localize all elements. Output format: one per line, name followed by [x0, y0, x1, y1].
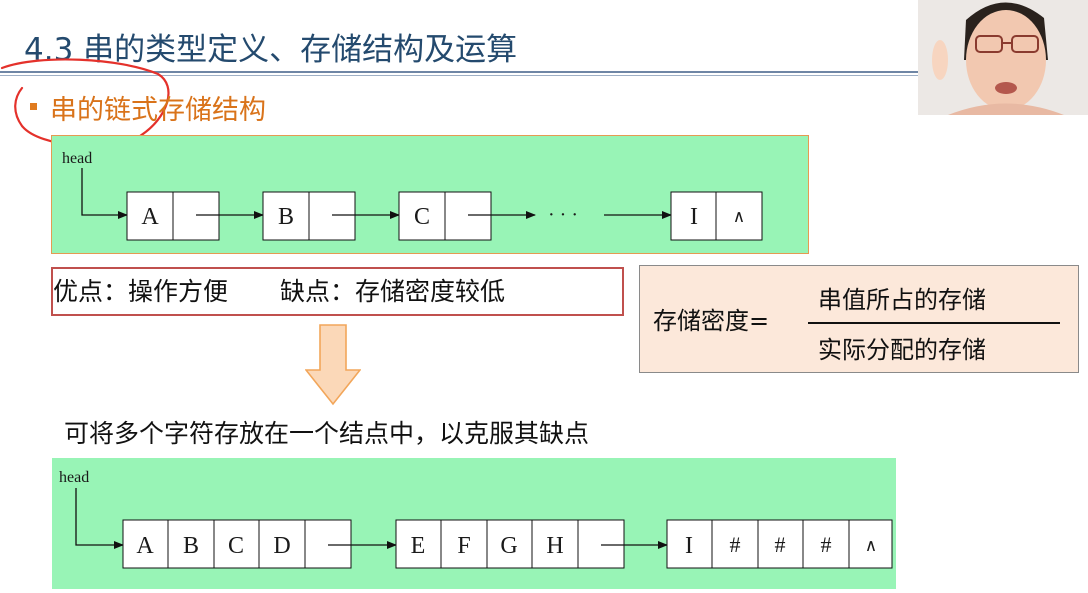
linked-list-svg-2: head A B C D E F G H — [59, 469, 893, 569]
down-arrow-icon — [305, 324, 361, 406]
title-underline — [0, 71, 918, 73]
node-char: A — [141, 204, 159, 230]
linked-list-diagram-1: head A B C · · · I ∧ — [51, 135, 809, 254]
density-numerator: 串值所占的存储 — [818, 286, 986, 314]
list-node: A — [126, 191, 220, 241]
list-node-last: I ∧ — [670, 191, 763, 241]
node-char: D — [273, 533, 290, 559]
node-char: I — [690, 204, 698, 230]
caption-text: 可将多个字符存放在一个结点中，以克服其缺点 — [64, 419, 590, 448]
list-node-last: I # # # ∧ — [666, 519, 893, 569]
presenter-silhouette — [918, 0, 1088, 115]
fraction-bar — [808, 322, 1060, 324]
node-char: A — [136, 533, 154, 559]
node-char: E — [411, 533, 426, 559]
head-pointer — [81, 168, 128, 219]
node-char: I — [685, 533, 693, 559]
node-char: # — [821, 532, 832, 557]
node-char: # — [730, 532, 741, 557]
node-char: C — [228, 533, 244, 559]
node-char: B — [183, 533, 199, 559]
list-node: B — [262, 191, 356, 241]
pros-text: 优点：操作方便 — [53, 277, 229, 306]
head-label: head — [62, 150, 92, 167]
head-pointer — [75, 488, 124, 549]
density-denominator: 实际分配的存储 — [818, 336, 986, 364]
head-label: head — [59, 469, 89, 486]
pros-cons-box: 优点：操作方便 缺点：存储密度较低 — [51, 267, 624, 316]
title-underline-thin — [0, 75, 918, 76]
node-char: B — [278, 204, 294, 230]
node-char: H — [546, 533, 563, 559]
node-char: F — [457, 533, 470, 559]
storage-density-formula: 存储密度= 串值所占的存储 实际分配的存储 — [639, 265, 1079, 373]
section-subtitle: 串的链式存储结构 — [50, 95, 266, 126]
handwritten-circle-annotation — [0, 58, 170, 147]
null-pointer-symbol: ∧ — [733, 207, 745, 226]
bullet-icon — [30, 103, 37, 110]
null-pointer-symbol: ∧ — [865, 536, 877, 555]
density-label: 存储密度= — [653, 307, 770, 335]
list-node: E F G H — [395, 519, 625, 569]
list-node: C — [398, 191, 492, 241]
cons-text: 缺点：存储密度较低 — [280, 277, 506, 306]
node-char: # — [775, 532, 786, 557]
node-char: C — [414, 204, 430, 230]
linked-list-svg-1: head A B C · · · I ∧ — [62, 150, 763, 241]
node-char: G — [500, 533, 517, 559]
list-node: A B C D — [122, 519, 352, 569]
presenter-video — [918, 0, 1088, 115]
linked-list-diagram-2: head A B C D E F G H — [52, 458, 896, 589]
ellipsis: · · · — [548, 204, 578, 226]
